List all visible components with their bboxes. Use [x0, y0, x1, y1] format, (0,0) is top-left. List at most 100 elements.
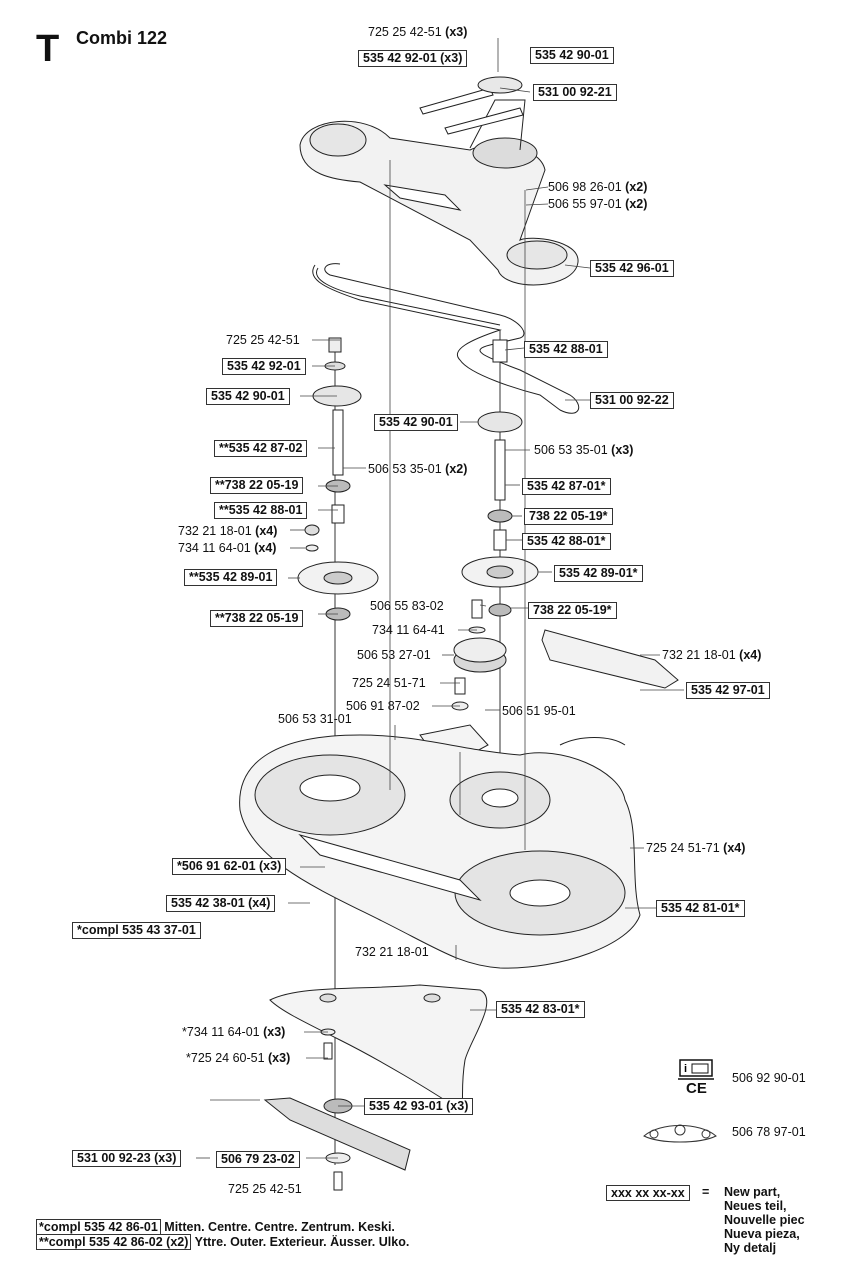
legend-item: Nueva pieza, [724, 1227, 800, 1241]
ce-mark-icon: CE [686, 1080, 707, 1097]
part-label: 535 42 96-01 [590, 260, 674, 277]
part-label: 506 91 87-02 [346, 699, 420, 714]
legend-key: xxx xx xx-xx [606, 1185, 690, 1201]
part-label: 535 42 88-01 [524, 341, 608, 358]
part-number-text: (x2) [445, 462, 468, 476]
part-label: **738 22 05-19 [210, 610, 304, 627]
part-label: 506 53 35-01 (x3) [534, 443, 633, 458]
part-number-text: 506 79 23-02 [221, 1152, 295, 1166]
part-label: *compl 535 43 37-01 [72, 922, 201, 939]
footnote-center: *compl 535 42 86-01 Mitten. Centre. Cent… [36, 1219, 409, 1235]
part-label: *725 24 60-51 (x3) [186, 1051, 290, 1066]
part-number-text: 506 55 83-02 [370, 599, 444, 613]
part-number-text: 531 00 92-21 [538, 85, 612, 99]
part-number-text: 734 11 64-01 [178, 541, 255, 555]
part-label: 734 11 64-01 (x4) [178, 541, 276, 556]
part-label: 506 53 35-01 (x2) [368, 462, 467, 477]
part-number-text: **738 22 05-19 [215, 478, 299, 492]
part-label: 506 78 97-01 [732, 1125, 806, 1140]
part-number-text: (x4) [255, 524, 278, 538]
part-label: 506 53 27-01 [357, 648, 431, 663]
part-number-text: 734 11 64-41 [372, 623, 445, 637]
part-number-text: **535 42 89-01 [189, 570, 273, 584]
section-letter: T [36, 28, 60, 70]
part-number-text: 738 22 05-19* [533, 603, 612, 617]
part-number-text: 732 21 18-01 [662, 648, 740, 662]
part-label: 725 24 51-71 [352, 676, 426, 691]
part-label: 535 42 83-01* [496, 1001, 585, 1018]
part-number-text: **738 22 05-19 [215, 611, 299, 625]
part-label: 732 21 18-01 (x4) [662, 648, 761, 663]
belt-upper [419, 87, 494, 115]
part-label: 531 00 92-23 (x3) [72, 1150, 182, 1167]
part-number-text: 531 00 92-23 (x3) [77, 1151, 177, 1165]
part-label: 535 42 90-01 [206, 388, 290, 405]
part-label: 535 42 92-01 [222, 358, 306, 375]
part-label: 506 53 31-01 [278, 712, 352, 727]
part-number-text: (x3) [611, 443, 634, 457]
part-number-text: 506 98 26-01 [548, 180, 626, 194]
part-number-text: 725 24 51-71 [646, 841, 724, 855]
part-number-text: 535 42 92-01 [227, 359, 301, 373]
part-number-text: 535 42 89-01* [559, 566, 638, 580]
part-label: 535 42 89-01* [554, 565, 643, 582]
part-number-text: 506 53 35-01 [368, 462, 446, 476]
part-number-text: 535 42 87-01* [527, 479, 606, 493]
footnote-text: Mitten. Centre. Centre. Zentrum. Keski. [160, 1220, 395, 1234]
belt-guard-plate [299, 99, 579, 286]
part-label: 535 42 88-01* [522, 533, 611, 550]
part-label: 732 21 18-01 (x4) [178, 524, 277, 539]
right-bracket [541, 629, 679, 689]
part-label: **535 42 89-01 [184, 569, 278, 586]
part-label: 725 25 42-51 (x3) [368, 25, 467, 40]
legend-equals: = [702, 1185, 710, 1199]
legend-item: Neues teil, [724, 1199, 787, 1213]
part-label: 531 00 92-21 [533, 84, 617, 101]
footnote-outer: **compl 535 42 86-02 (x2) Yttre. Outer. … [36, 1234, 410, 1250]
part-number-text: (x2) [625, 180, 648, 194]
legend-item: Ny detalj [724, 1241, 777, 1255]
footnote-key: *compl 535 42 86-01 [36, 1219, 161, 1235]
lower-baffle-plate [269, 984, 488, 1111]
part-number-text: 535 42 81-01* [661, 901, 740, 915]
part-number-text: 531 00 92-22 [595, 393, 669, 407]
part-number-text: (x4) [739, 648, 762, 662]
part-number-text: 506 78 97-01 [732, 1125, 806, 1139]
part-number-text: **535 42 88-01 [219, 503, 303, 517]
svg-text:i: i [684, 1063, 687, 1075]
tension-pulley [419, 599, 507, 753]
part-number-text: 535 42 90-01 [211, 389, 285, 403]
footnote-text: Yttre. Outer. Exterieur. Äusser. Ulko. [191, 1235, 410, 1249]
part-number-text: (x4) [723, 841, 746, 855]
part-number-text: 725 24 51-71 [352, 676, 426, 690]
part-number-text: 535 42 92-01 (x3) [363, 51, 463, 65]
part-label: 535 42 81-01* [656, 900, 745, 917]
footnote-key: **compl 535 42 86-02 (x2) [36, 1234, 192, 1250]
part-number-text: 732 21 18-01 [178, 524, 256, 538]
part-label: **535 42 87-02 [214, 440, 308, 457]
manual-book-icon: i [678, 1059, 714, 1080]
part-number-text: 535 42 88-01* [527, 534, 606, 548]
part-number-text: 535 42 88-01 [529, 342, 603, 356]
part-number-text: (x4) [254, 541, 277, 555]
part-label: 506 92 90-01 [732, 1071, 806, 1086]
part-label: 535 42 38-01 (x4) [166, 895, 276, 912]
part-number-text: 732 21 18-01 [355, 945, 429, 959]
part-label: 506 55 83-02 [370, 599, 444, 614]
part-label: 535 42 92-01 (x3) [358, 50, 468, 67]
part-label: 506 55 97-01 (x2) [548, 197, 647, 212]
part-number-text: 506 53 35-01 [534, 443, 612, 457]
cutter-blade [263, 1097, 411, 1191]
part-number-text: (x3) [263, 1025, 286, 1039]
part-label: 535 42 93-01 (x3) [364, 1098, 474, 1115]
part-number-text: 725 25 42-51 [226, 333, 300, 347]
part-number-text: 506 53 27-01 [357, 648, 431, 662]
part-number-text: *compl 535 43 37-01 [77, 923, 196, 937]
part-label: 734 11 64-41 [372, 623, 445, 638]
part-number-text: 535 42 90-01 [535, 48, 609, 62]
part-label: 738 22 05-19* [528, 602, 617, 619]
part-number-text: 725 25 42-51 [368, 25, 446, 39]
part-number-text: *734 11 64-01 [182, 1025, 264, 1039]
part-number-text: 535 42 38-01 (x4) [171, 896, 271, 910]
